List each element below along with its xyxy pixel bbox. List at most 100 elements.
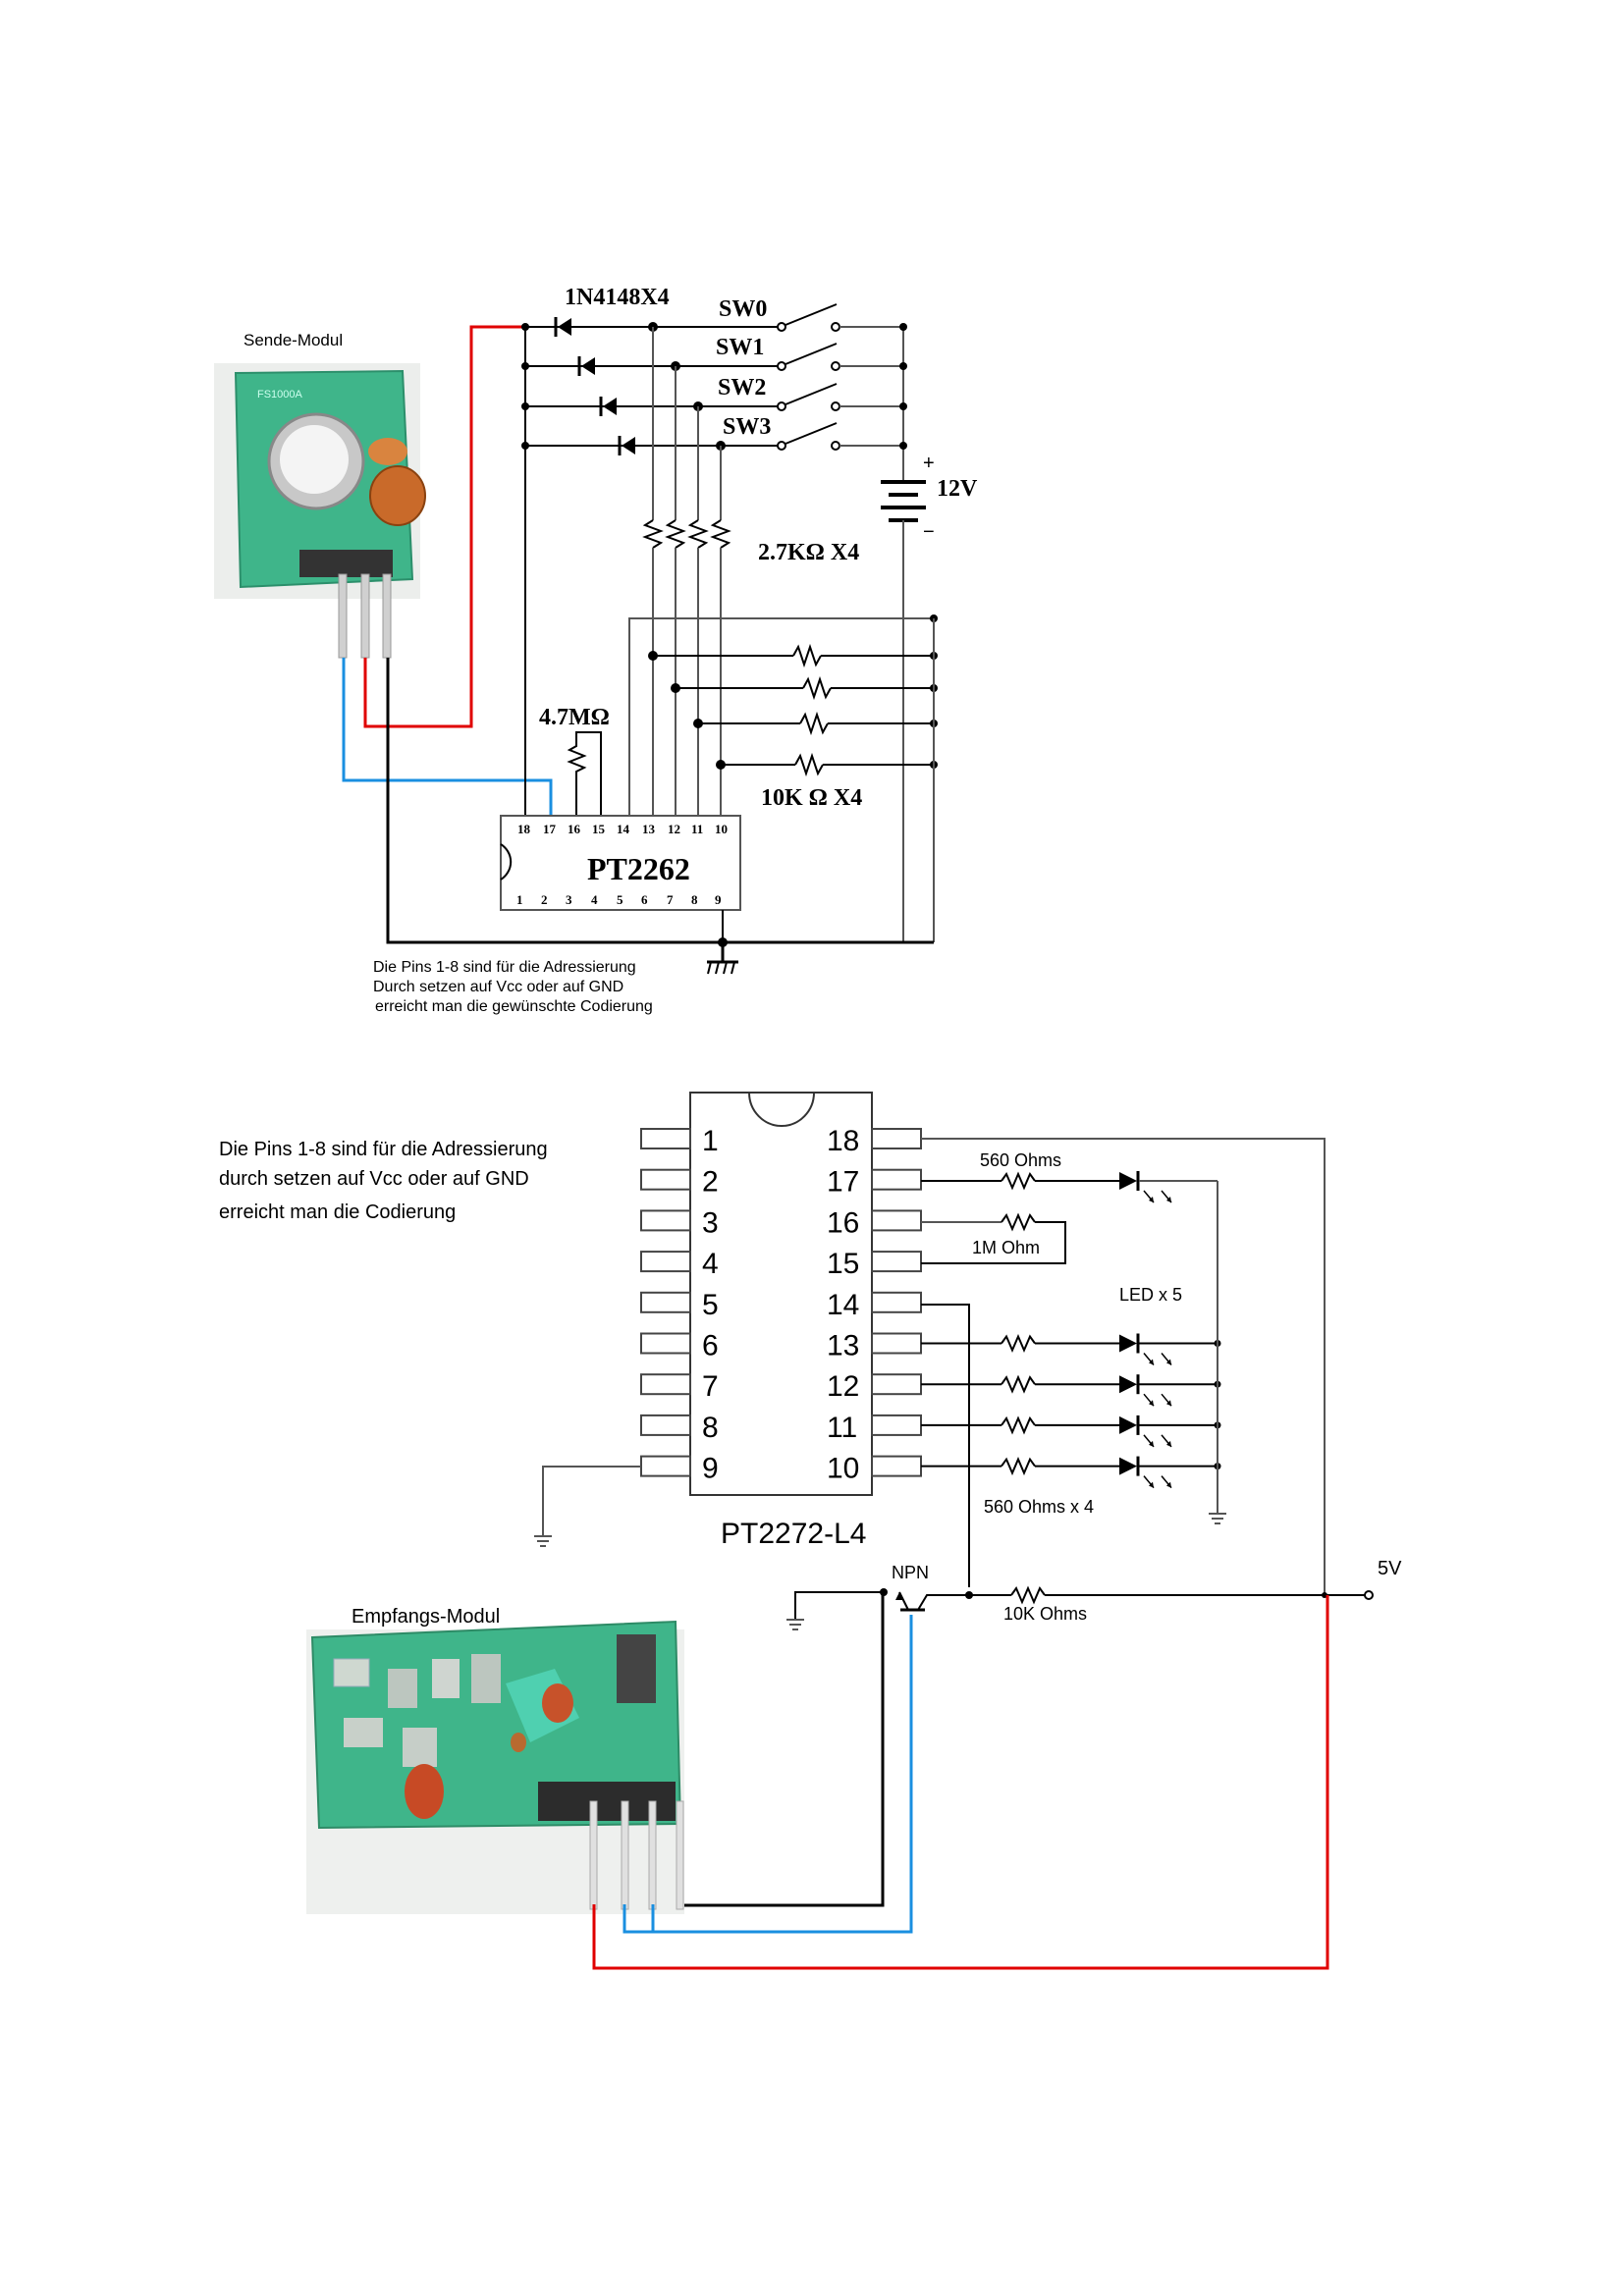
svg-text:durch setzen auf Vcc oder auf: durch setzen auf Vcc oder auf GND (219, 1168, 529, 1190)
svg-text:18: 18 (517, 822, 531, 836)
led-output-row (921, 1333, 1221, 1354)
data-wire-rx-b (651, 1615, 913, 1934)
ic-pin-stub (640, 1128, 691, 1149)
led-icon (1119, 1171, 1172, 1203)
diode-rows (521, 317, 778, 455)
ic-pin-stub (871, 1251, 922, 1273)
pullup-label: 2.7KΩ X4 (758, 540, 859, 565)
svg-text:4: 4 (591, 892, 598, 907)
svg-text:7: 7 (667, 892, 674, 907)
svg-text:6: 6 (641, 892, 648, 907)
svg-text:FS1000A: FS1000A (257, 389, 303, 400)
battery-minus: − (923, 521, 935, 543)
ic-pin-number: 12 (827, 1370, 859, 1403)
npn-label: NPN (892, 1563, 929, 1582)
battery-icon (881, 480, 926, 522)
npn-transistor-icon (794, 1588, 973, 1620)
transmitter-module-image: FS1000A (214, 363, 426, 659)
pt2262-ic: PT2262 (500, 815, 741, 911)
r17-label: 560 Ohms (980, 1150, 1061, 1170)
ic-pin-number: 13 (827, 1330, 859, 1362)
ic-pin-number: 5 (702, 1289, 719, 1321)
svg-text:Die Pins 1-8 sind für die Adre: Die Pins 1-8 sind für die Adressierung (373, 959, 636, 976)
gnd-wire-tx (386, 658, 727, 944)
led-rows (921, 1171, 1221, 1489)
sw1-label: SW1 (716, 335, 764, 360)
ground-icon (786, 1619, 804, 1630)
ic-pin-number: 15 (827, 1248, 859, 1280)
ic-pin-stub (640, 1291, 691, 1313)
ic-pin-number: 10 (827, 1453, 859, 1485)
led-output-row (921, 1415, 1221, 1435)
sende-modul-label: Sende-Modul (244, 331, 343, 349)
ic-pin-number: 17 (827, 1166, 859, 1199)
vcc-wire-rx (592, 1595, 1329, 1970)
pullup-resistors (642, 327, 731, 820)
pulldown-resistors (648, 643, 938, 777)
pt2272-ic (689, 1092, 873, 1496)
svg-text:10: 10 (715, 822, 728, 836)
ic-pin-number: 18 (827, 1125, 859, 1157)
switch-sw2 (777, 383, 840, 411)
ic-pin-number: 4 (702, 1248, 719, 1280)
ic-pin-stub (640, 1251, 691, 1273)
switch-sw0 (777, 303, 840, 332)
transmitter-section: Sende-Modul FS1000A (214, 285, 978, 1015)
svg-text:13: 13 (642, 822, 656, 836)
ic-pin-number: 3 (702, 1206, 719, 1239)
r16-label: 1M Ohm (972, 1238, 1040, 1257)
svg-text:12: 12 (668, 822, 680, 836)
diode-icon (577, 356, 595, 376)
led-icon (1119, 1456, 1172, 1489)
svg-text:Durch setzen auf Vcc oder auf: Durch setzen auf Vcc oder auf GND (373, 979, 623, 995)
ground-icon (534, 1535, 552, 1547)
rx-ic-name: PT2272-L4 (721, 1518, 866, 1550)
ic-pin-number: 6 (702, 1330, 719, 1362)
ic-top-pin-labels: 18 17 16 15 14 13 12 11 10 (517, 822, 728, 836)
ic-pin-stub (640, 1373, 691, 1396)
ic-bottom-pin-labels: 1 2 3 4 5 6 7 8 9 (516, 892, 722, 907)
svg-text:16: 16 (568, 822, 581, 836)
ic-pin-stub (640, 1455, 691, 1477)
led-count-label: LED x 5 (1119, 1285, 1182, 1305)
ic-pin-stub (640, 1168, 691, 1191)
ic-pin-number: 14 (827, 1289, 859, 1321)
svg-text:3: 3 (566, 892, 572, 907)
svg-text:erreicht man die Codierung: erreicht man die Codierung (219, 1201, 456, 1223)
ic-pin-number: 8 (702, 1412, 719, 1444)
svg-text:erreicht man die gewünschte Co: erreicht man die gewünschte Codierung (375, 998, 653, 1015)
gnd-wire-rx (684, 1592, 885, 1907)
ic-pin-stub (871, 1168, 922, 1191)
led-icon (1119, 1333, 1172, 1365)
diode-icon (554, 317, 571, 337)
svg-text:15: 15 (592, 822, 606, 836)
ground-icon (707, 942, 738, 975)
receiver-section: Die Pins 1-8 sind für die Adressierung d… (219, 1092, 1402, 1970)
ic-pin-number: 1 (702, 1125, 719, 1157)
ic-pin-number: 9 (702, 1453, 719, 1485)
svg-text:8: 8 (691, 892, 698, 907)
pulldown-label: 10K Ω X4 (761, 785, 862, 811)
ground-icon (1209, 1502, 1226, 1524)
ic-name: PT2262 (587, 851, 690, 886)
ic-pin-number: 11 (827, 1412, 857, 1444)
switch-sw3 (777, 422, 840, 451)
ic-pin-number: 7 (702, 1370, 719, 1403)
ic-pin-stub (871, 1414, 922, 1436)
ic-pin-stub (640, 1332, 691, 1355)
data-wire-rx-a (623, 1904, 653, 1934)
ic-pin-stub (640, 1209, 691, 1232)
svg-text:Die Pins 1-8 sind für die Adre: Die Pins 1-8 sind für die Adressierung (219, 1139, 548, 1160)
led-output-row (921, 1374, 1221, 1394)
svg-text:11: 11 (691, 822, 703, 836)
sw2-label: SW2 (718, 375, 766, 400)
receiver-note: Die Pins 1-8 sind für die Adressierung d… (219, 1139, 548, 1223)
battery-voltage-label: 12V (937, 476, 978, 502)
r-group-label: 560 Ohms x 4 (984, 1497, 1094, 1517)
svg-text:9: 9 (715, 892, 722, 907)
sw3-label: SW3 (723, 414, 771, 440)
led-output-row (921, 1457, 1221, 1476)
led-icon (1119, 1374, 1172, 1407)
diode-label: 1N4148X4 (565, 285, 670, 310)
